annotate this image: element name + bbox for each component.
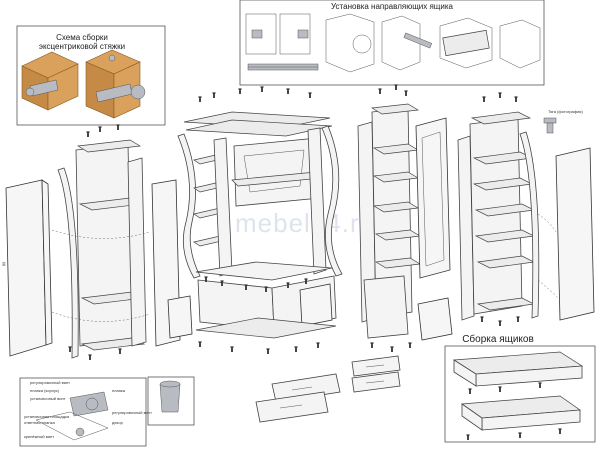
right-wardrobe bbox=[457, 92, 595, 326]
eccentric-title-line1: Схема сборки bbox=[56, 33, 108, 42]
watermark: mebel74.ru bbox=[235, 208, 375, 238]
tie-label: Тяга (фотография) bbox=[548, 109, 583, 114]
drawers-title: Сборка ящиков bbox=[462, 333, 534, 345]
eccentric-tie-inset: Схема сборки эксцентриковой стяжки bbox=[16, 25, 166, 126]
drawer-guides-inset: Установка направляющих ящика bbox=[239, 0, 545, 86]
hinge-callout-2: установочный винт bbox=[30, 396, 66, 401]
hinge-callout-1: планка (корпус) bbox=[30, 388, 60, 393]
left-wardrobe: ≡ bbox=[2, 124, 181, 360]
hinge-callout-0: регулировочный винт bbox=[30, 380, 70, 385]
hinge-callout-4: ответная планка bbox=[24, 420, 55, 425]
tie-photo: Тяга (фотография) bbox=[543, 109, 583, 134]
hinge-callout-7: регулировочный винт bbox=[112, 410, 152, 415]
drawer-assembly-inset: Сборка ящиков bbox=[444, 333, 596, 443]
guides-title: Установка направляющих ящика bbox=[331, 2, 454, 11]
hinge-callout-8: декор bbox=[112, 420, 124, 425]
center-unit bbox=[167, 86, 343, 354]
hinge-inset: регулировочный винт планка (корпус) уста… bbox=[19, 377, 152, 447]
eccentric-title-line2: эксцентриковой стяжки bbox=[39, 42, 125, 51]
hinge-callout-5: крепёжный винт bbox=[24, 434, 54, 439]
hinge-callout-3: установочная площадка bbox=[24, 414, 70, 419]
right-shelf-unit bbox=[357, 84, 453, 352]
drawer-parts bbox=[255, 355, 401, 423]
hinge-callout-6: планка bbox=[112, 388, 126, 393]
leg-photo bbox=[147, 376, 195, 426]
svg-text:≡: ≡ bbox=[2, 262, 6, 268]
